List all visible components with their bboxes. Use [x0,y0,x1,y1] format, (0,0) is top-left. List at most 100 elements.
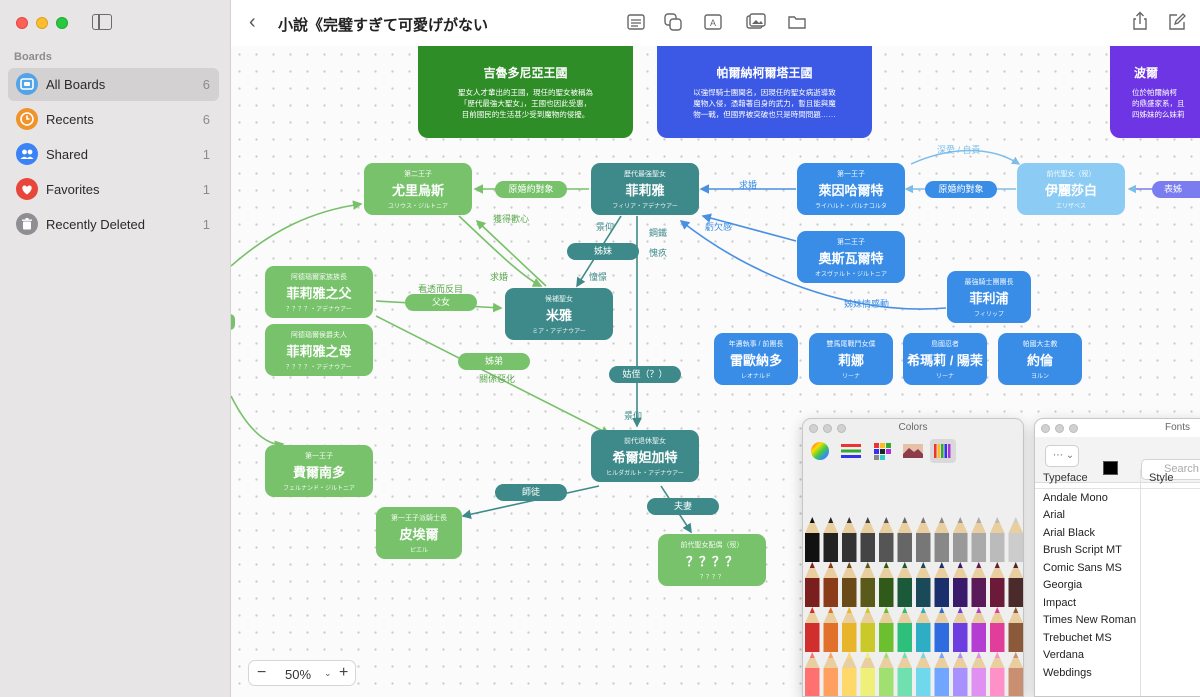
pencil-swatch[interactable] [934,578,950,607]
pencil-swatch[interactable] [953,578,968,607]
character-card-hildegard[interactable]: 前代退休聖女 希爾妲加特 ヒルダガルト・アデナウアー [591,430,699,482]
character-card-pierre[interactable]: 第一王子派騎士長 皮埃爾 ピエル [376,507,462,559]
pencil-swatch[interactable] [1008,623,1024,652]
chevron-down-icon[interactable]: ⌄ [324,668,332,678]
image-palettes-icon[interactable] [900,439,926,463]
close-window-button[interactable] [16,17,28,29]
pencil-swatch[interactable] [953,668,968,697]
panel-close-button[interactable] [1041,424,1050,433]
zoom-window-button[interactable] [56,17,68,29]
character-card-fernando[interactable]: 第一王子 費爾南多 フェルナンド・ジルトニア [265,445,373,497]
relation-pill-siblings[interactable]: 姊弟 [458,353,530,370]
shapes-icon[interactable] [663,13,683,31]
pencil-swatch[interactable] [842,578,857,607]
font-list-item[interactable]: Verdana [1043,649,1084,661]
pencil-swatch[interactable] [916,578,931,607]
pencil-swatch[interactable] [916,668,931,697]
pencil-swatch[interactable] [953,623,968,652]
pencil-swatch[interactable] [990,623,1005,652]
sidebar-toggle-icon[interactable] [92,14,112,30]
kingdom-card-bolzoi[interactable]: 波爾 位於帕爾納柯 的鼎盛家系，且 四姊妹的么妹莉 [1110,46,1200,138]
character-card-mia[interactable]: 候補聖女 米雅 ミア・アデナウアー [505,288,613,340]
font-list-item[interactable]: Webdings [1043,667,1092,679]
pencil-swatch[interactable] [934,668,950,697]
font-list-item[interactable]: Impact [1043,597,1077,609]
pencil-swatch[interactable] [971,578,987,607]
share-icon[interactable] [1130,11,1150,30]
pencil-palette[interactable] [803,517,1024,697]
text-color-swatch[interactable] [1103,461,1118,475]
relation-pill-engagement[interactable]: 原婚約對象 [495,181,567,198]
character-card-julius[interactable]: 第二王子 尤里烏斯 ユリウス・ジルトニア [364,163,472,215]
panel-zoom-button[interactable] [837,424,846,433]
back-button[interactable]: ‹ [249,11,256,33]
panel-minimize-button[interactable] [823,424,832,433]
pencil-swatch[interactable] [971,623,987,652]
character-card-elizabeth[interactable]: 前代聖女（歿） 伊麗莎白 エリザベス [1017,163,1125,215]
font-list-item[interactable]: Arial Black [1043,527,1095,539]
relation-pill-aunt[interactable]: 姑侄（？） [609,366,681,383]
pencil-swatch[interactable] [805,533,820,562]
character-card-oswald[interactable]: 第二王子 奧斯瓦爾特 オスヴァルト・ジルトニア [797,231,905,283]
character-card-himari[interactable]: 島國忍者 希瑪莉 / 陽茉 リーナ [903,333,987,385]
pencil-swatch[interactable] [1008,578,1024,607]
color-palettes-icon[interactable] [869,439,895,463]
sidebar-item-shared[interactable]: Shared 1 [8,138,219,171]
pencil-swatch[interactable] [953,533,968,562]
pencil-swatch[interactable] [805,578,820,607]
compose-icon[interactable] [1167,12,1187,30]
pencil-swatch[interactable] [990,578,1005,607]
character-card-spouse[interactable]: 前代聖女配偶（歿） ？？？？ ？？？？ [658,534,766,586]
relation-pill-sisters[interactable]: 姊妹 [567,243,639,260]
folder-icon[interactable] [787,13,807,31]
color-sliders-icon[interactable] [838,439,864,463]
zoom-level[interactable]: 50% [285,667,312,682]
font-list-item[interactable]: Brush Script MT [1043,544,1122,556]
font-list-item[interactable]: Comic Sans MS [1043,562,1122,574]
pencil-swatch[interactable] [860,578,876,607]
relation-pill-father-daughter[interactable]: 父女 [405,294,477,311]
pencil-swatch[interactable] [842,533,857,562]
pencil-swatch[interactable] [860,533,876,562]
character-card-philip[interactable]: 最強騎士團團長 菲利浦 フィリップ [947,271,1031,323]
pencil-swatch[interactable] [823,668,839,697]
pencil-swatch[interactable] [990,668,1005,697]
pencil-swatch[interactable] [916,623,931,652]
relation-pill-couple[interactable]: 夫妻 [647,498,719,515]
media-icon[interactable] [746,13,766,31]
pencil-swatch[interactable] [805,668,820,697]
font-list-item[interactable]: Georgia [1043,579,1083,591]
font-list-item[interactable]: Times New Roman [1043,614,1137,626]
pencil-swatch[interactable] [823,623,839,652]
font-search-input[interactable]: Search [1141,459,1200,480]
character-card-philia-father[interactable]: 阿德瑙爾家族族長 菲莉雅之父 ？？？？・アデナウアー [265,266,373,318]
pencil-swatch[interactable] [879,578,894,607]
character-card-leonardo[interactable]: 年邁執事 / 前團長 雷歐納多 レオナルド [714,333,798,385]
font-list-item[interactable]: Arial [1043,509,1066,521]
sidebar-item-recents[interactable]: Recents 6 [8,103,219,136]
font-list-item[interactable]: Trebuchet MS [1043,632,1112,644]
pencil-swatch[interactable] [823,533,839,562]
character-card-philia[interactable]: 歷代最強聖女 菲莉雅 フィリア・アデナウアー [591,163,699,215]
pencil-swatch[interactable] [842,668,857,697]
sidebar-item-recently-deleted[interactable]: Recently Deleted 1 [8,208,219,241]
pencil-swatch[interactable] [990,533,1005,562]
zoom-in-button[interactable]: + [339,664,349,681]
pencil-swatch[interactable] [1008,533,1024,562]
font-list-item[interactable]: Andale Mono [1043,492,1108,504]
minimize-window-button[interactable] [36,17,48,29]
text-box-icon[interactable]: A [703,13,723,31]
pencil-swatch[interactable] [842,623,857,652]
pencil-swatch[interactable] [897,668,913,697]
pencil-swatch[interactable] [934,623,950,652]
pencil-swatch[interactable] [897,578,913,607]
kingdom-card-parnacorta[interactable]: 帕爾納柯爾塔王國 以強悍騎士團聞名，因現任的聖女病逝導致 魔物入侵，憑藉著自身的… [657,46,872,138]
pencil-swatch[interactable] [971,668,987,697]
panel-zoom-button[interactable] [1069,424,1078,433]
character-card-joren[interactable]: 帕國大主教 約倫 ヨルン [998,333,1082,385]
panel-minimize-button[interactable] [1055,424,1064,433]
pencil-swatch[interactable] [879,533,894,562]
pencil-swatch[interactable] [860,668,876,697]
pencil-swatch[interactable] [860,623,876,652]
relation-pill-cousin[interactable]: 表姊 [1152,181,1200,198]
